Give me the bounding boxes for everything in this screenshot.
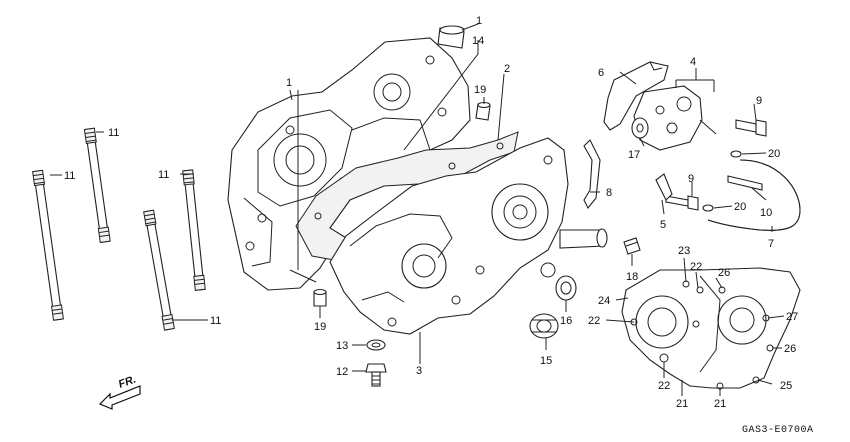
label-22-b: 22: [588, 315, 600, 327]
label-19-upper: 19: [474, 84, 486, 96]
stud-bolts: [32, 127, 206, 331]
label-11-b: 11: [64, 170, 75, 182]
pump-plate: [655, 173, 673, 201]
label-10: 10: [760, 207, 772, 219]
label-4: 4: [690, 56, 696, 68]
oil-seal: [555, 275, 577, 301]
clip-18: [623, 237, 641, 255]
label-2: 2: [504, 63, 510, 75]
label-7: 7: [768, 238, 774, 250]
label-26-a: 26: [718, 267, 730, 279]
label-17: 17: [628, 149, 640, 161]
label-21-a: 21: [676, 398, 688, 410]
label-24: 24: [598, 295, 610, 307]
front-direction-label: FR.: [117, 373, 138, 390]
leader-lines: [50, 23, 785, 396]
diagram-code: GAS3-E0700A: [742, 425, 814, 436]
label-18: 18: [626, 271, 638, 283]
label-19-lower: 19: [314, 321, 326, 333]
front-direction-arrow-icon: FR.: [98, 373, 141, 410]
right-crankcase-cover: [621, 267, 801, 390]
label-12: 12: [336, 366, 348, 378]
stud-bolt: [143, 209, 175, 331]
label-11-c: 11: [158, 169, 169, 181]
label-16: 16: [560, 315, 572, 327]
hose-clip-lower: [702, 204, 714, 212]
oil-hose: [707, 159, 801, 231]
label-14: 14: [472, 35, 484, 47]
sealing-washer: [366, 339, 386, 351]
hose-clip-upper: [730, 150, 742, 158]
label-8: 8: [606, 187, 612, 199]
oil-pump-cable: [727, 175, 763, 191]
label-15: 15: [540, 355, 552, 367]
label-11-a: 11: [108, 127, 119, 139]
label-27: 27: [786, 311, 798, 323]
bolt-9-upper: [735, 119, 767, 137]
drain-bolt: [365, 363, 387, 387]
label-9-upper: 9: [756, 95, 762, 107]
label-25: 25: [780, 380, 792, 392]
label-26-b: 26: [784, 343, 796, 355]
dowel-pin-lower: [313, 288, 327, 307]
label-23: 23: [678, 245, 690, 257]
oil-pump-assembly: [603, 61, 717, 151]
part-labels: 1 14 1 2 19 4 6 9 17 20 8 9 20 10 5 7 18…: [64, 15, 798, 410]
label-5: 5: [660, 219, 666, 231]
stud-bolt: [182, 169, 206, 291]
bearing-14: [437, 25, 465, 49]
label-11-d: 11: [210, 315, 221, 327]
label-20-lower: 20: [734, 201, 746, 213]
wire-bracket: [583, 139, 601, 210]
label-9-lower: 9: [688, 173, 694, 185]
label-13: 13: [336, 340, 348, 352]
dowel-pin-upper: [475, 101, 491, 121]
stud-bolt: [32, 169, 64, 321]
label-6: 6: [598, 67, 604, 79]
label-22-a: 22: [690, 261, 702, 273]
label-3: 3: [416, 365, 422, 377]
label-22-c: 22: [658, 380, 670, 392]
right-crankcase-half: [329, 137, 608, 335]
bearing-15: [529, 313, 559, 339]
label-1-top: 1: [476, 15, 482, 27]
label-20-upper: 20: [768, 148, 780, 160]
bolt-9-lower: [665, 195, 699, 211]
label-21-b: 21: [714, 398, 726, 410]
label-1-left: 1: [286, 77, 292, 89]
stud-bolt: [83, 127, 111, 244]
